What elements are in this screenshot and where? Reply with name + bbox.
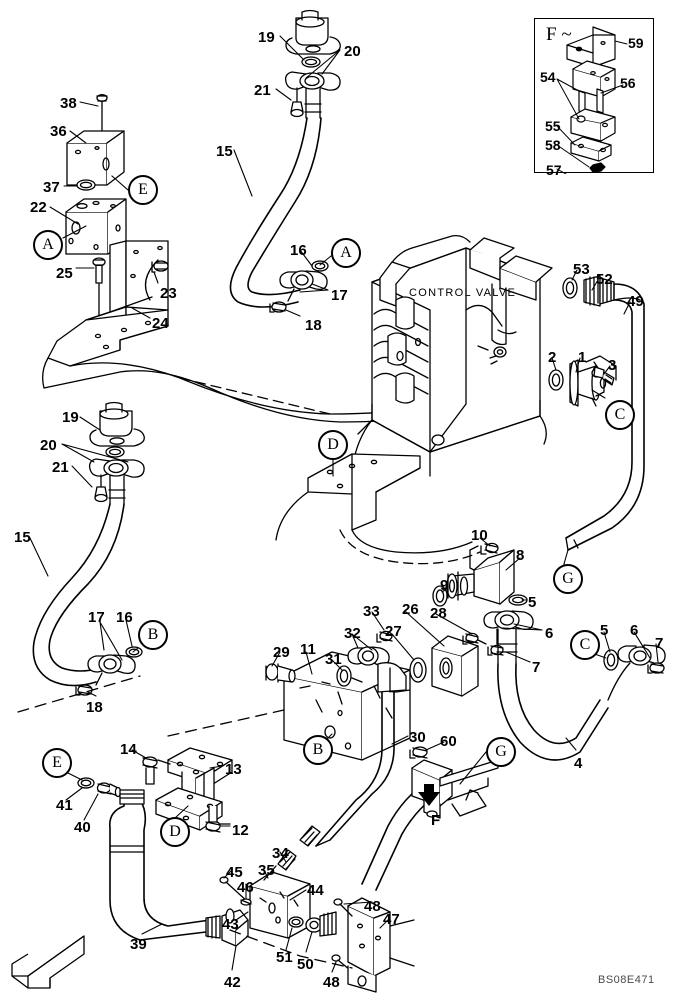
callout-number: 42 — [224, 974, 241, 991]
inset-callout-number: 59 — [628, 35, 644, 51]
section-balloon-e: E — [42, 748, 72, 778]
section-balloon-a: A — [331, 238, 361, 268]
callout-number: 2 — [548, 349, 557, 366]
callout-number: 52 — [596, 271, 613, 288]
callout-number: 36 — [50, 123, 67, 140]
callout-number: 25 — [56, 265, 73, 282]
callout-number: 21 — [254, 82, 271, 99]
section-mark-f-label: F — [431, 812, 441, 829]
section-balloon-a: A — [33, 230, 63, 260]
inset-callout-number: 57 — [546, 162, 562, 178]
callout-number: 60 — [440, 733, 457, 750]
callout-number: 13 — [225, 761, 242, 778]
callout-number: 12 — [232, 822, 249, 839]
callout-number: 19 — [62, 409, 79, 426]
callout-number: 17 — [88, 609, 105, 626]
callout-number: 24 — [152, 315, 169, 332]
inset-callout-number: 54 — [540, 69, 556, 85]
callout-number: 37 — [43, 179, 60, 196]
callout-number: 17 — [331, 287, 348, 304]
callout-number: 1 — [578, 349, 587, 366]
callout-number: 44 — [307, 882, 324, 899]
callout-number: 23 — [160, 285, 177, 302]
callout-number: 7 — [655, 635, 664, 652]
inset-f-label: F ~ — [546, 24, 572, 45]
callout-number: 48 — [364, 898, 381, 915]
callout-number: 5 — [600, 622, 609, 639]
callout-number: 40 — [74, 819, 91, 836]
inset-callout-number: 58 — [545, 137, 561, 153]
callout-number: 9 — [440, 577, 449, 594]
section-balloon-b: B — [303, 735, 333, 765]
callout-number: 41 — [56, 797, 73, 814]
callout-number: 51 — [276, 949, 293, 966]
callout-number: 27 — [385, 623, 402, 640]
callout-number: 22 — [30, 199, 47, 216]
section-balloon-g: G — [486, 737, 516, 767]
callout-number: 6 — [545, 625, 554, 642]
inset-callout-number: 56 — [620, 75, 636, 91]
inset-line-art — [556, 26, 628, 174]
callout-number: 30 — [409, 729, 426, 746]
callout-number: 16 — [116, 609, 133, 626]
callout-number: 28 — [430, 605, 447, 622]
callout-number: 19 — [258, 29, 275, 46]
callout-number: 53 — [573, 261, 590, 278]
section-balloon-d: D — [160, 817, 190, 847]
callout-number: 20 — [344, 43, 361, 60]
callout-number: 18 — [305, 317, 322, 334]
callout-number: 49 — [627, 293, 644, 310]
callout-number: 35 — [258, 862, 275, 879]
callout-number: 21 — [52, 459, 69, 476]
callout-number: 15 — [216, 143, 233, 160]
control-valve-label: CONTROL VALVE — [409, 287, 517, 299]
callout-number: 46 — [237, 879, 254, 896]
inset-callout-number: 55 — [545, 118, 561, 134]
drawing-number-watermark: BS08E471 — [598, 974, 655, 986]
section-balloon-d: D — [318, 430, 348, 460]
section-balloon-b: B — [138, 620, 168, 650]
callout-number: 6 — [630, 622, 639, 639]
callout-number: 20 — [40, 437, 57, 454]
callout-number: 8 — [516, 547, 525, 564]
callout-number: 32 — [344, 625, 361, 642]
section-balloon-e: E — [128, 175, 158, 205]
callout-number: 11 — [300, 641, 316, 658]
callout-number: 29 — [273, 644, 290, 661]
callout-number: 31 — [325, 651, 342, 668]
callout-number: 33 — [363, 603, 380, 620]
callout-number: 39 — [130, 936, 147, 953]
callout-number: 10 — [471, 527, 488, 544]
callout-number: 16 — [290, 242, 307, 259]
section-balloon-c: C — [570, 630, 600, 660]
callout-number: 15 — [14, 529, 31, 546]
callout-number: 26 — [402, 601, 419, 618]
section-balloon-g: G — [553, 564, 583, 594]
callout-number: 48 — [323, 974, 340, 991]
callout-number: 45 — [226, 864, 243, 881]
callout-number: 7 — [532, 659, 541, 676]
callout-number: 38 — [60, 95, 77, 112]
callout-number: 3 — [608, 357, 617, 374]
callout-number: 50 — [297, 956, 314, 973]
callout-number: 18 — [86, 699, 103, 716]
callout-number: 5 — [528, 594, 537, 611]
section-balloon-c: C — [605, 400, 635, 430]
callout-number: 14 — [120, 741, 137, 758]
detail-inset-f — [534, 18, 654, 174]
callout-number: 34 — [272, 845, 289, 862]
callout-number: 47 — [383, 911, 400, 928]
callout-number: 4 — [574, 755, 583, 772]
callout-number: 43 — [222, 916, 239, 933]
